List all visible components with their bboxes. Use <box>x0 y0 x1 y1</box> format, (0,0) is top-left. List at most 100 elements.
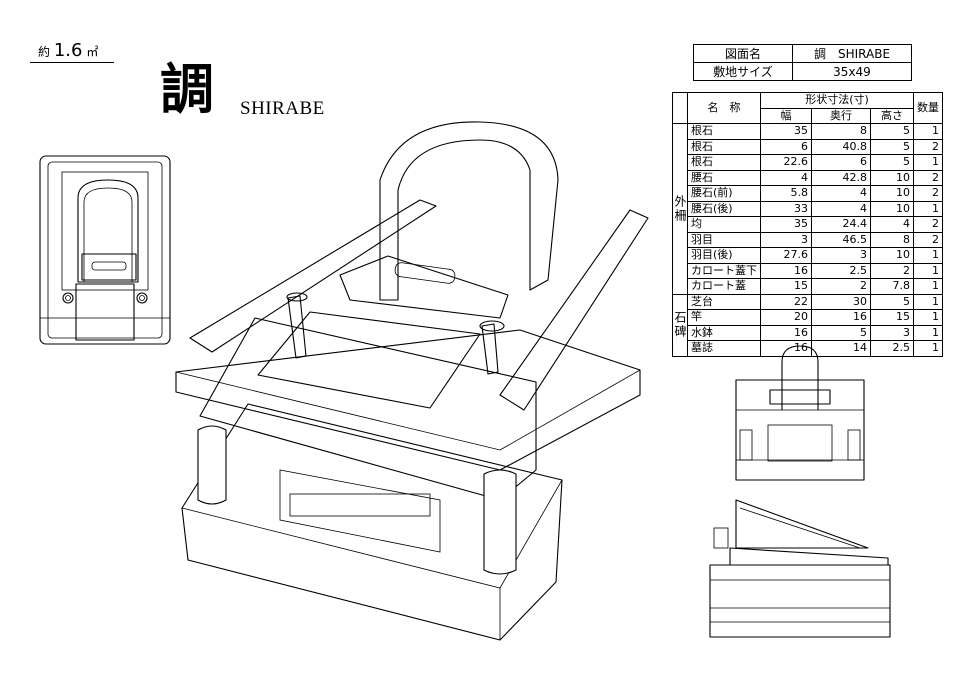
part-width: 22 <box>760 293 812 310</box>
part-qty: 1 <box>913 309 943 326</box>
area-value: 1.6 <box>53 40 83 61</box>
part-width: 27.6 <box>760 247 812 264</box>
part-width: 22.6 <box>760 154 812 171</box>
part-depth: 46.5 <box>811 231 871 248</box>
header-height: 高さ <box>870 107 914 124</box>
part-width: 16 <box>760 324 812 341</box>
part-depth: 8 <box>811 123 871 140</box>
part-qty: 1 <box>913 247 943 264</box>
title-roman: SHIRABE <box>240 98 325 119</box>
part-name: 腰石(前) <box>687 185 761 202</box>
part-name: 根石 <box>687 138 761 155</box>
header-dims: 形状寸法(寸) <box>760 92 914 109</box>
part-height: 10 <box>870 169 914 186</box>
group-label: 石碑 <box>672 293 688 357</box>
area-label: 約 1.6 ㎡ <box>38 40 98 61</box>
part-name: 羽目 <box>687 231 761 248</box>
part-name: 羽目(後) <box>687 247 761 264</box>
info-value: 調 SHIRABE <box>792 44 912 63</box>
part-width: 20 <box>760 309 812 326</box>
part-height: 2.5 <box>870 340 914 357</box>
part-name: 根石 <box>687 154 761 171</box>
header-depth: 奥行 <box>811 107 871 124</box>
part-name: 根石 <box>687 123 761 140</box>
area-prefix: 約 <box>38 45 51 59</box>
header-name: 名 称 <box>687 92 761 124</box>
area-underline <box>30 62 114 63</box>
part-width: 35 <box>760 123 812 140</box>
part-width: 35 <box>760 216 812 233</box>
part-height: 15 <box>870 309 914 326</box>
info-row: 敷地サイズ 35x49 <box>693 62 912 81</box>
part-qty: 2 <box>913 138 943 155</box>
part-name: 竿 <box>687 309 761 326</box>
drawing-info-table: 図面名 調 SHIRABE 敷地サイズ 35x49 <box>693 44 912 81</box>
title-kanji: 調 <box>160 57 214 121</box>
part-height: 4 <box>870 216 914 233</box>
part-qty: 1 <box>913 154 943 171</box>
group-label: 外柵 <box>672 123 688 295</box>
part-qty: 1 <box>913 293 943 310</box>
part-depth: 16 <box>811 309 871 326</box>
part-height: 2 <box>870 262 914 279</box>
part-qty: 2 <box>913 169 943 186</box>
part-depth: 40.8 <box>811 138 871 155</box>
part-height: 8 <box>870 231 914 248</box>
part-width: 6 <box>760 138 812 155</box>
part-depth: 2.5 <box>811 262 871 279</box>
part-depth: 2 <box>811 278 871 295</box>
part-width: 16 <box>760 340 812 357</box>
part-name: カロート蓋下 <box>687 262 761 279</box>
part-depth: 42.8 <box>811 169 871 186</box>
front-elevation-drawing <box>735 345 865 481</box>
part-height: 5 <box>870 123 914 140</box>
info-row: 図面名 調 SHIRABE <box>693 44 912 63</box>
part-name: カロート蓋 <box>687 278 761 295</box>
part-name: 腰石(後) <box>687 200 761 217</box>
perspective-view-drawing <box>175 121 649 641</box>
part-qty: 1 <box>913 324 943 341</box>
part-height: 5 <box>870 138 914 155</box>
header-blank <box>672 92 688 124</box>
part-name: 腰石 <box>687 169 761 186</box>
part-depth: 24.4 <box>811 216 871 233</box>
part-qty: 2 <box>913 231 943 248</box>
part-height: 5 <box>870 154 914 171</box>
header-qty: 数量 <box>913 92 943 124</box>
part-width: 15 <box>760 278 812 295</box>
part-height: 7.8 <box>870 278 914 295</box>
part-depth: 4 <box>811 200 871 217</box>
side-elevation-drawing <box>709 499 891 638</box>
part-height: 5 <box>870 293 914 310</box>
part-depth: 4 <box>811 185 871 202</box>
part-width: 16 <box>760 262 812 279</box>
part-qty: 1 <box>913 200 943 217</box>
part-qty: 1 <box>913 262 943 279</box>
plan-view-drawing <box>39 155 171 345</box>
part-qty: 2 <box>913 185 943 202</box>
part-qty: 2 <box>913 216 943 233</box>
part-width: 33 <box>760 200 812 217</box>
part-height: 10 <box>870 247 914 264</box>
part-depth: 6 <box>811 154 871 171</box>
part-name: 墓誌 <box>687 340 761 357</box>
header-width: 幅 <box>760 107 812 124</box>
info-label: 敷地サイズ <box>693 62 793 81</box>
part-width: 5.8 <box>760 185 812 202</box>
part-qty: 1 <box>913 123 943 140</box>
info-value: 35x49 <box>792 62 912 81</box>
